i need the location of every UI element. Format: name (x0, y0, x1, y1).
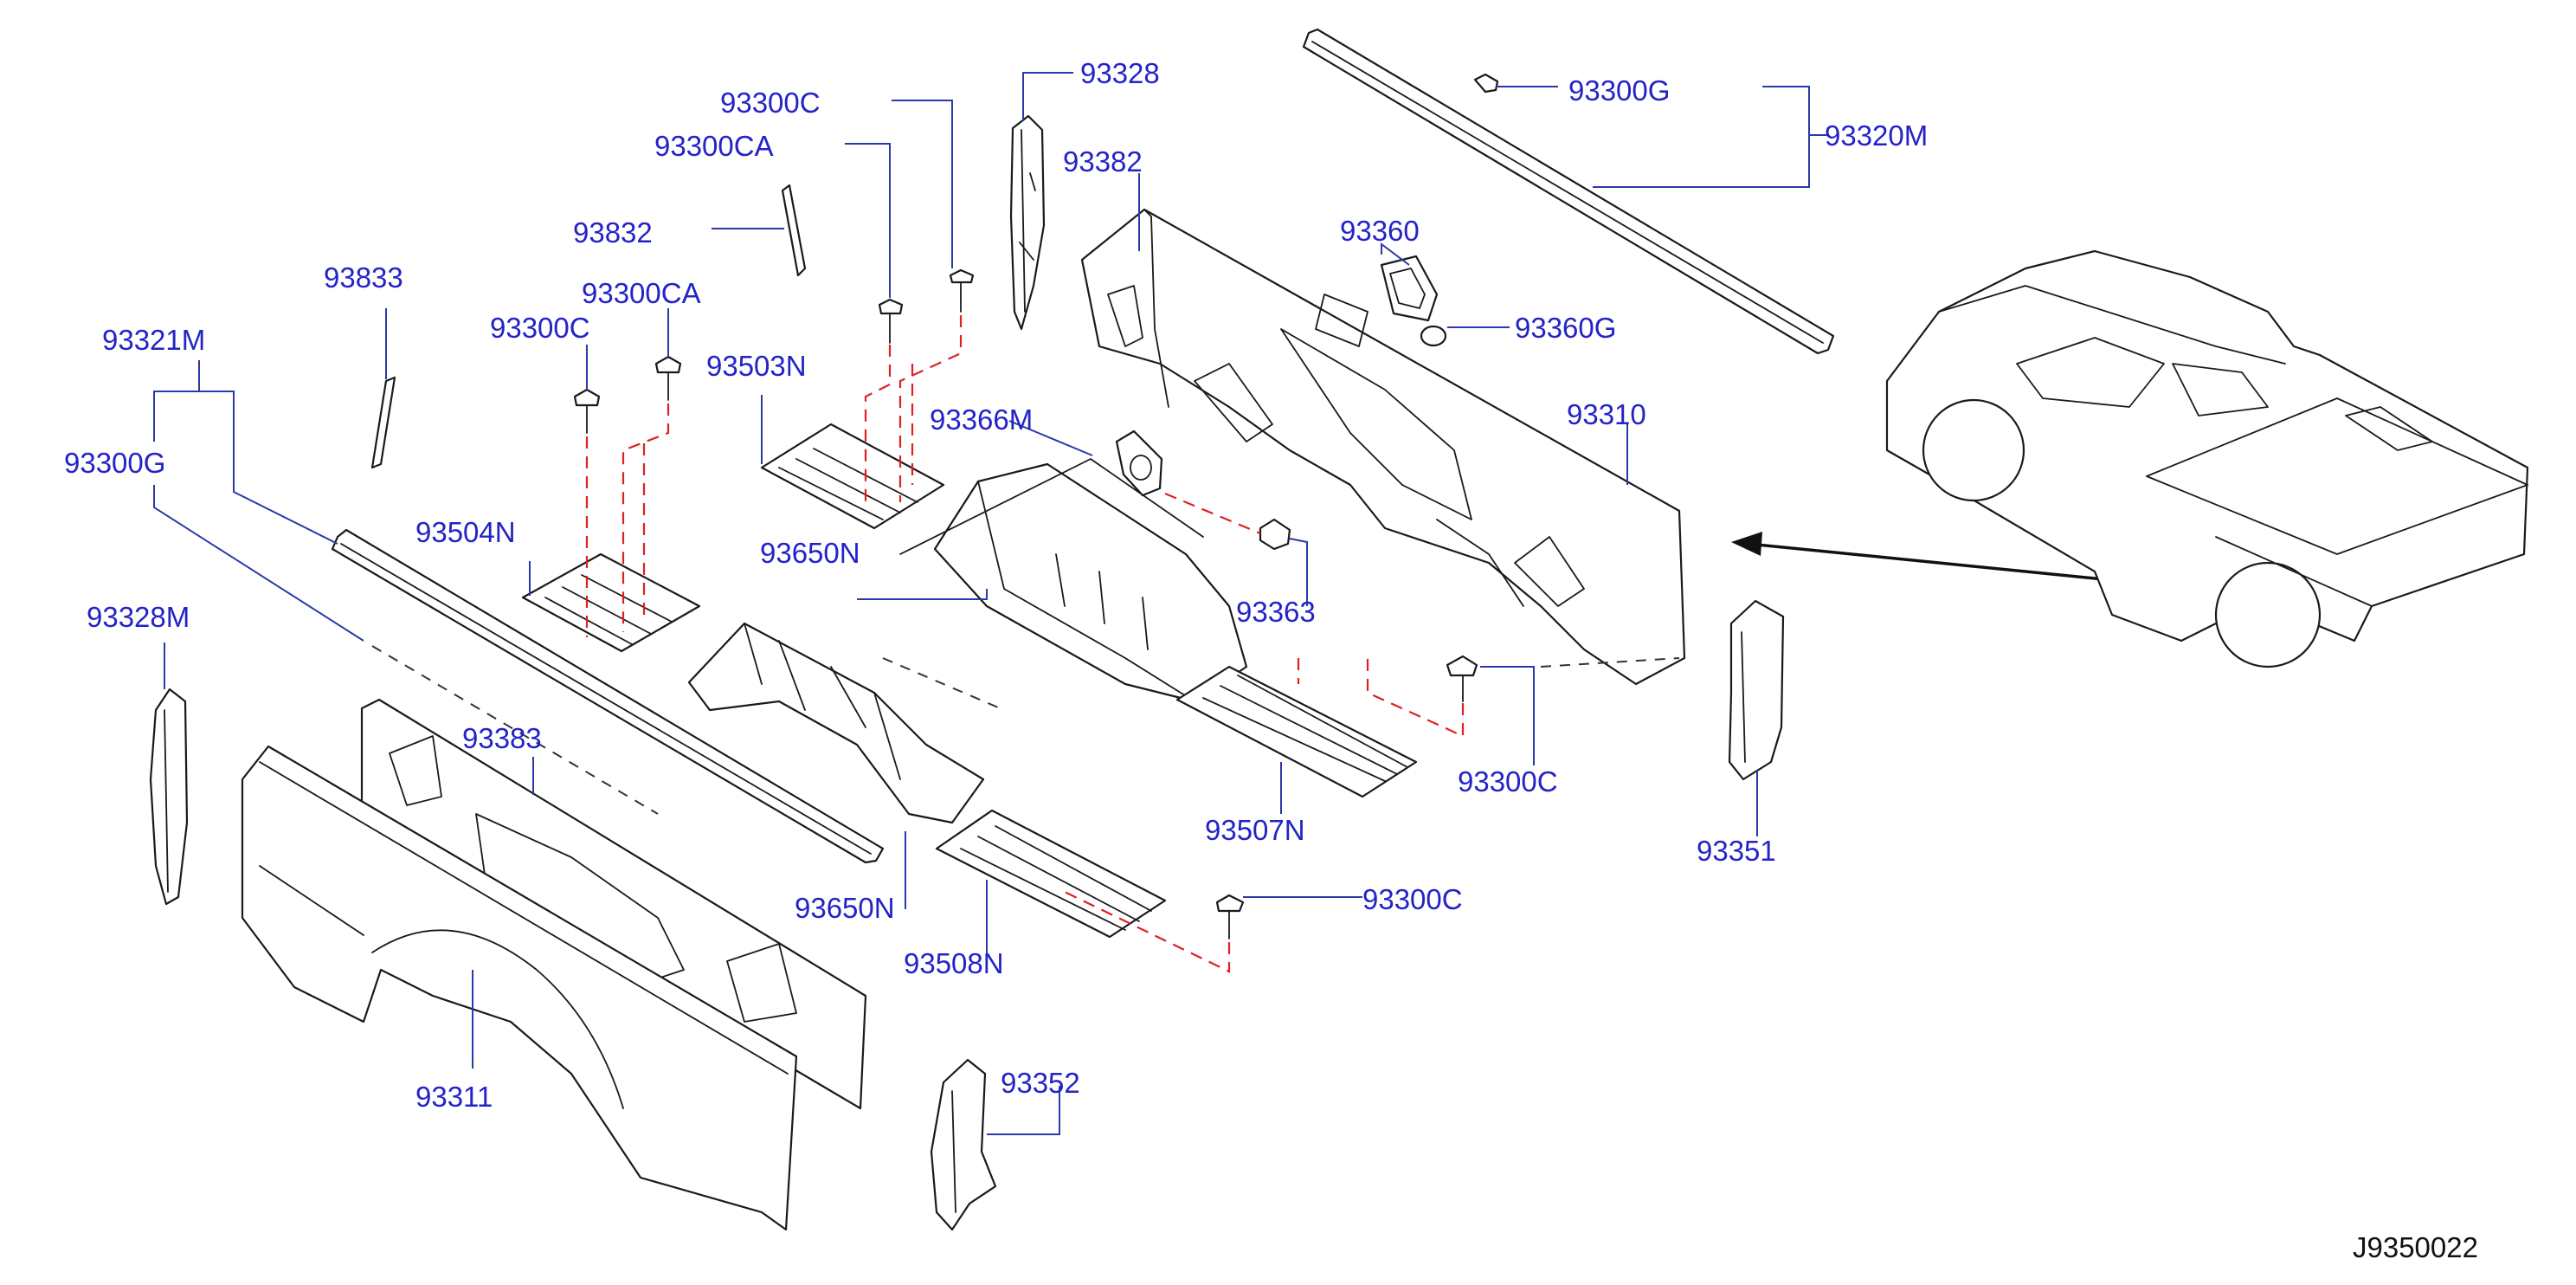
callout-93832: 93832 (573, 216, 653, 249)
screw-93300c-c (1446, 655, 1478, 702)
callout-93650n-top: 93650N (760, 537, 860, 569)
callout-93363: 93363 (1236, 596, 1316, 628)
callout-93328: 93328 (1080, 57, 1160, 89)
floor-plate-93503n (760, 423, 945, 530)
rail-molding-93320m (1302, 28, 1835, 355)
callout-93300ca-top: 93300CA (654, 130, 774, 162)
floor-plate-93507n (1175, 665, 1418, 798)
clip-93300g-top (1473, 73, 1499, 94)
callout-93352: 93352 (1001, 1067, 1080, 1099)
callout-93310: 93310 (1567, 398, 1646, 430)
side-rail-93321m (331, 528, 885, 864)
screw-93300c-d (1215, 894, 1245, 940)
screw-93300c-a (949, 268, 975, 313)
callout-93321m: 93321M (102, 324, 205, 356)
bed-front-panel-93310 (1080, 208, 1686, 686)
callout-93328m: 93328M (87, 601, 190, 633)
corner-post-93328m (149, 688, 189, 906)
floor-plate-93508n (935, 809, 1167, 939)
leader-lines (153, 72, 1828, 1135)
callout-93300c-top: 93300C (720, 87, 821, 119)
callout-93382: 93382 (1063, 145, 1143, 178)
callout-93508n: 93508N (904, 947, 1004, 979)
wheel-housing-93650n-lower (687, 622, 985, 824)
fuel-lid-93366m (1115, 429, 1163, 497)
filler-housing-93360 (1380, 255, 1439, 322)
screw-93300c-b (573, 388, 601, 434)
direction-arrow (1731, 532, 2113, 582)
strip-93833 (370, 376, 396, 469)
callout-93360g: 93360G (1515, 312, 1616, 344)
corner-post-93328 (1009, 114, 1046, 331)
strip-93832 (781, 184, 807, 277)
callout-93300c-mid: 93300C (490, 312, 590, 344)
callout-93320m: 93320M (1825, 119, 1928, 152)
callout-93650n-low: 93650N (795, 892, 895, 924)
grommet-93363 (1259, 518, 1291, 551)
bracket-93351 (1728, 599, 1785, 781)
screw-93300ca-b (654, 355, 682, 401)
callout-93833: 93833 (324, 262, 403, 294)
callout-93383: 93383 (462, 722, 542, 754)
truck-reference-illustration (1885, 249, 2529, 668)
fastener-paths (371, 315, 1680, 973)
callout-93300ca-mid: 93300CA (582, 277, 701, 309)
callout-93507n: 93507N (1205, 814, 1305, 846)
floor-plate-93504n (521, 552, 701, 653)
screw-93300ca-a (878, 298, 904, 344)
filler-cap-93360g (1420, 325, 1447, 347)
callout-93503n: 93503N (706, 350, 807, 382)
callout-93300g-top: 93300G (1568, 74, 1670, 107)
callout-93504n: 93504N (415, 516, 516, 548)
diagram-id: J9350022 (2353, 1231, 2478, 1263)
callout-93311: 93311 (415, 1081, 493, 1113)
callout-93351: 93351 (1697, 835, 1776, 867)
callout-93300c-right: 93300C (1458, 765, 1558, 797)
bracket-93352 (930, 1058, 997, 1231)
outer-side-panel-93311 (241, 745, 798, 1231)
callout-93366m: 93366M (930, 404, 1033, 436)
callout-93300g-left: 93300G (64, 447, 165, 479)
wheel-housing-93650n (899, 458, 1248, 703)
callout-93300c-low: 93300C (1362, 883, 1463, 915)
callout-93360: 93360 (1340, 215, 1420, 247)
